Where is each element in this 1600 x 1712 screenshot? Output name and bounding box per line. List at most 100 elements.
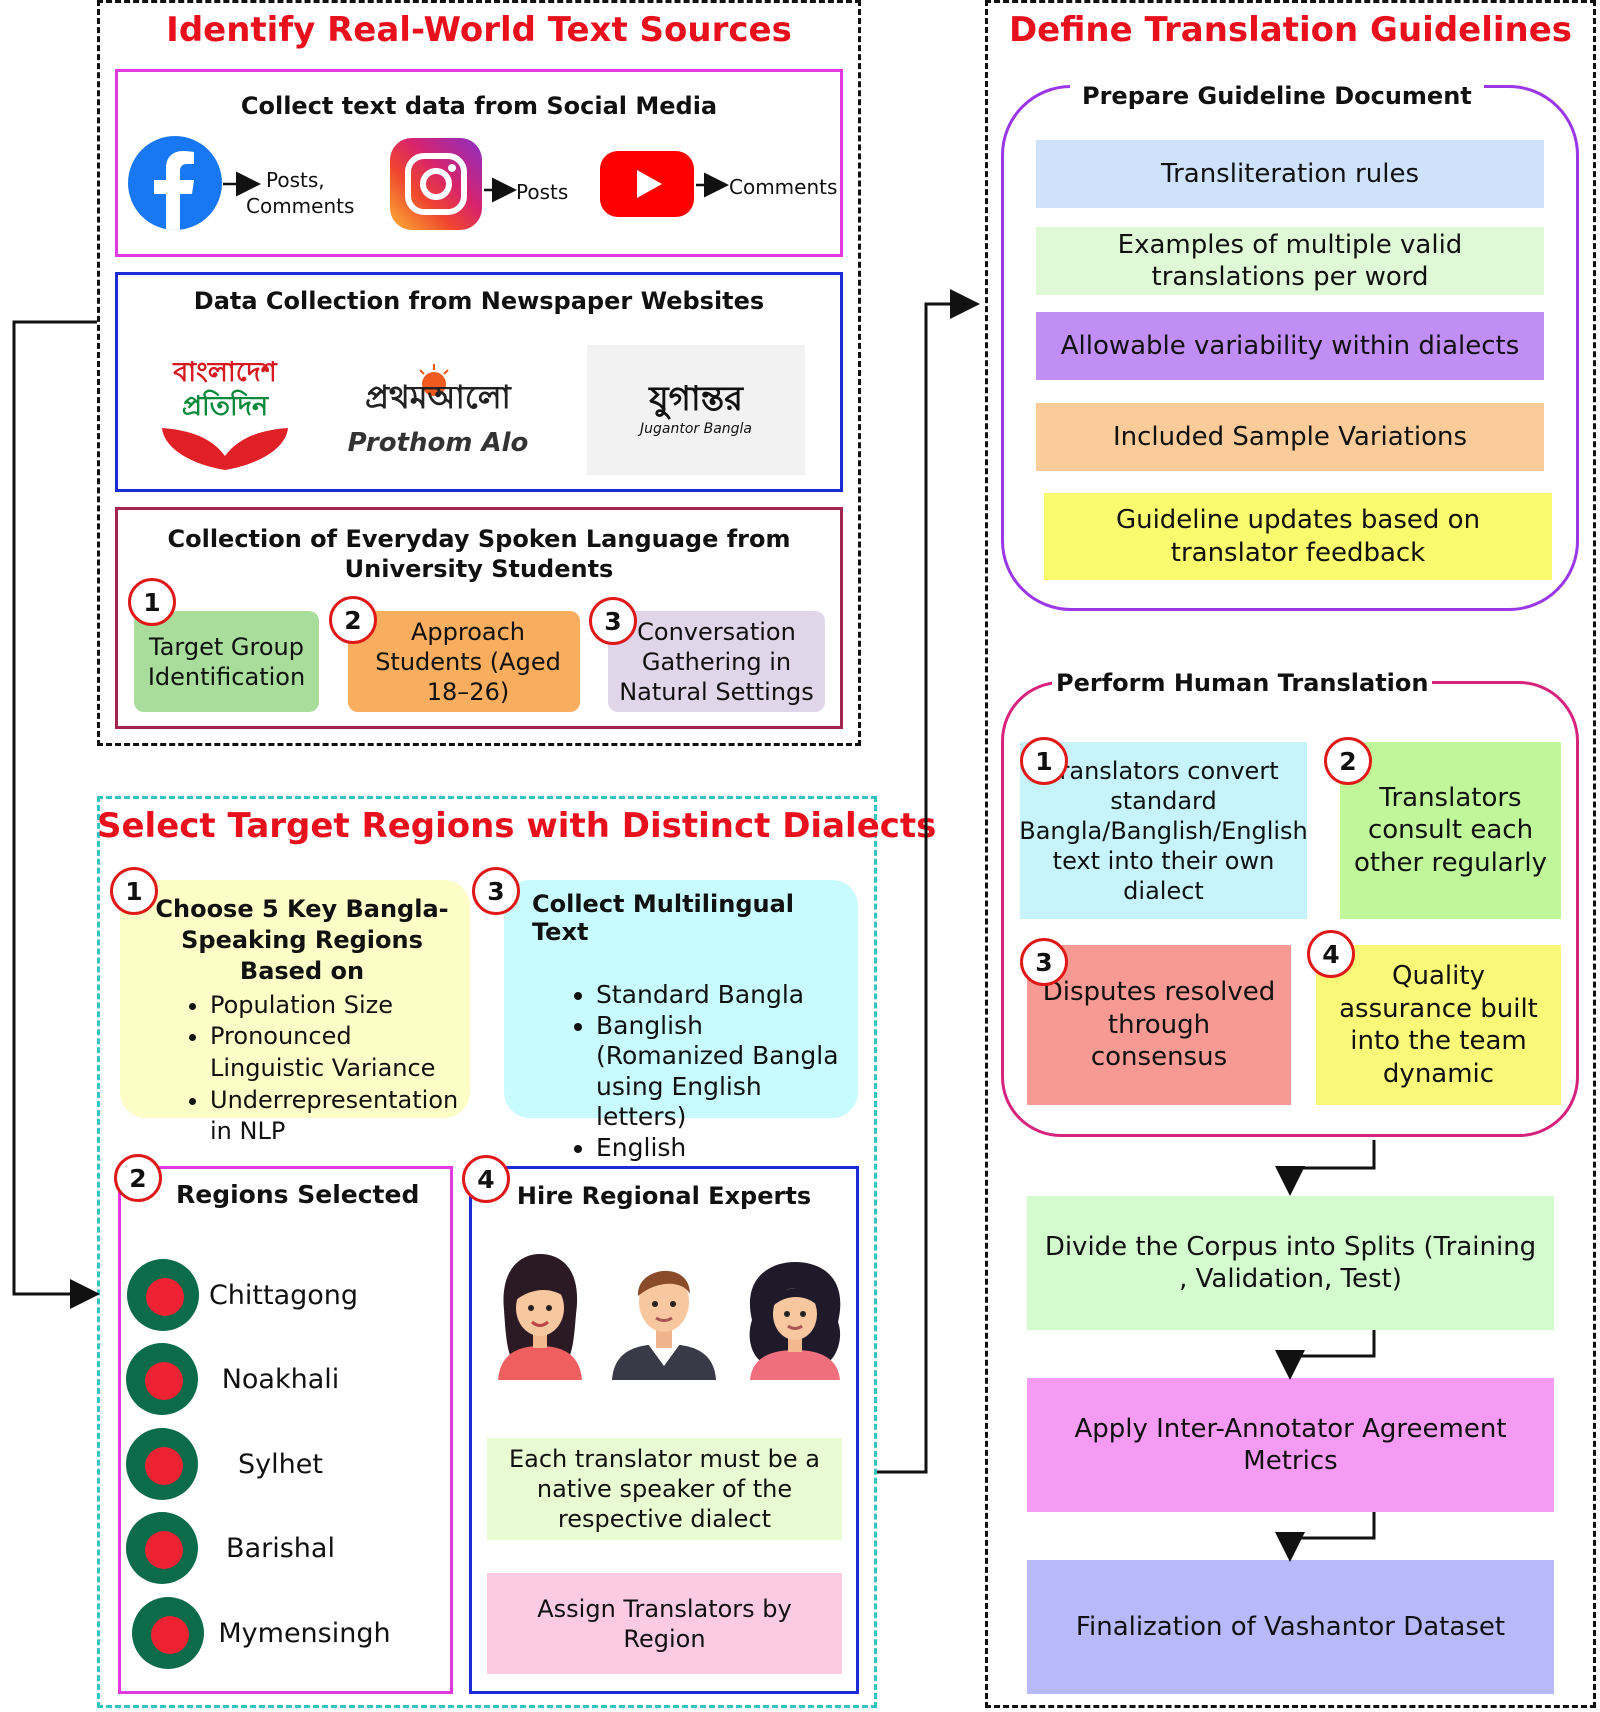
region-mymensingh: Mymensingh bbox=[133, 1600, 436, 1666]
prothom-alo-wordmark: প্রথমআলো bbox=[365, 378, 511, 416]
youtube-label: Comments bbox=[729, 175, 838, 199]
agreement-metrics-text: Apply Inter-Annotator Agreement Metrics bbox=[1074, 1413, 1507, 1477]
region-chittagong-label: Chittagong bbox=[208, 1279, 359, 1311]
choose-regions-list: Population SizePronounced Linguistic Var… bbox=[130, 990, 460, 1148]
guidelines-panel bbox=[985, 0, 1596, 1708]
students-header-line2: University Students bbox=[344, 555, 614, 583]
jugantor-name: Jugantor Bangla bbox=[639, 421, 752, 437]
multilingual-item: Banglish (Romanized Bangla using English… bbox=[596, 1011, 848, 1133]
guideline-item-1: Transliteration rules bbox=[1036, 140, 1544, 208]
guideline-item-4: Included Sample Variations bbox=[1036, 403, 1544, 471]
instagram-icon bbox=[390, 138, 482, 230]
guideline-item-5-text: Guideline updates based on translator fe… bbox=[1115, 505, 1481, 568]
regions-selected-box bbox=[118, 1166, 453, 1694]
flag-icon bbox=[126, 1343, 198, 1415]
newspaper-box bbox=[115, 272, 843, 492]
human-step-1-number: 1 bbox=[1020, 737, 1068, 785]
human-step-4-text: Quality assurance built into the team dy… bbox=[1339, 961, 1538, 1089]
region-sylhet: Sylhet bbox=[128, 1431, 433, 1497]
student-step-2-text: Approach Students (Aged 18–26) bbox=[375, 617, 561, 706]
student-step-3: Conversation Gathering in Natural Settin… bbox=[608, 611, 825, 712]
translator-avatar-woman-icon bbox=[490, 1250, 590, 1380]
human-step-1: Translators convert standard Bangla/Bang… bbox=[1019, 742, 1308, 919]
choose-criteria-item: Underrepresentation in NLP bbox=[210, 1085, 460, 1148]
guideline-item-2-text: Examples of multiple valid translations … bbox=[1117, 229, 1463, 293]
region-chittagong: Chittagong bbox=[131, 1262, 436, 1328]
text-sources-panel bbox=[97, 0, 861, 746]
guideline-item-2: Examples of multiple valid translations … bbox=[1036, 227, 1544, 295]
guideline-item-5: Guideline updates based on translator fe… bbox=[1044, 493, 1552, 580]
human-step-3: Disputes resolved through consensus bbox=[1027, 945, 1291, 1105]
region-noakhali: Noakhali bbox=[128, 1346, 433, 1412]
guideline-document-header: Prepare Guideline Document bbox=[1070, 82, 1484, 110]
bd-pratidin-line1: বাংলাদেশ bbox=[173, 357, 277, 388]
newspaper-header: Data Collection from Newspaper Websites bbox=[193, 287, 765, 315]
human-step-4: Quality assurance built into the team dy… bbox=[1316, 945, 1561, 1105]
hire-experts-number: 4 bbox=[462, 1155, 510, 1203]
human-step-2-number: 2 bbox=[1324, 737, 1372, 785]
human-step-1-text: Translators convert standard Bangla/Bang… bbox=[1019, 756, 1308, 905]
student-step-3-number: 3 bbox=[589, 597, 637, 645]
guideline-item-1-text: Transliteration rules bbox=[1161, 158, 1419, 189]
human-step-3-text: Disputes resolved through consensus bbox=[1042, 977, 1276, 1073]
facebook-label-posts: Posts, bbox=[266, 168, 325, 192]
human-translation-header: Perform Human Translation bbox=[1052, 669, 1433, 697]
bangladesh-pratidin-logo: বাংলাদেশ প্রতিদিন bbox=[150, 352, 300, 472]
hire-experts-box bbox=[469, 1166, 859, 1694]
regions-selected-number: 2 bbox=[114, 1154, 162, 1202]
choose-regions-header: Choose 5 Key Bangla-Speaking Regions Bas… bbox=[155, 895, 449, 986]
regions-title: Select Target Regions with Distinct Dial… bbox=[97, 806, 937, 846]
native-speaker-note: Each translator must be a native speaker… bbox=[487, 1438, 842, 1540]
student-step-2: Approach Students (Aged 18–26) bbox=[348, 611, 580, 712]
prothom-alo-logo: প্রথমআলো Prothom Alo bbox=[328, 362, 548, 462]
multilingual-list: Standard BanglaBanglish (Romanized Bangl… bbox=[518, 980, 848, 1163]
region-barishal: Barishal bbox=[128, 1515, 433, 1581]
instagram-label: Posts bbox=[516, 180, 569, 204]
student-step-2-number: 2 bbox=[329, 596, 377, 644]
students-header-line1: Collection of Everyday Spoken Language f… bbox=[167, 525, 791, 553]
multilingual-card: Collect Multilingual Text Standard Bangl… bbox=[504, 880, 858, 1162]
text-sources-title: Identify Real-World Text Sources bbox=[166, 10, 792, 50]
hire-experts-header: Hire Regional Experts bbox=[516, 1182, 812, 1210]
social-media-box bbox=[115, 69, 843, 257]
region-noakhali-label: Noakhali bbox=[221, 1363, 340, 1395]
youtube-icon bbox=[600, 151, 694, 217]
finalization-text: Finalization of Vashantor Dataset bbox=[1075, 1611, 1506, 1642]
choose-regions-card: Choose 5 Key Bangla-Speaking Regions Bas… bbox=[120, 880, 470, 1145]
choose-criteria-item: Pronounced Linguistic Variance bbox=[210, 1021, 460, 1084]
assign-translators-box: Assign Translators by Region bbox=[487, 1573, 842, 1674]
bd-pratidin-line2: প্রতিদিন bbox=[181, 391, 269, 422]
choose-criteria-item: Population Size bbox=[210, 990, 460, 1022]
social-media-header: Collect text data from Social Media bbox=[240, 92, 718, 120]
translator-avatar-man-icon bbox=[604, 1250, 724, 1380]
region-barishal-label: Barishal bbox=[226, 1532, 335, 1564]
flag-icon bbox=[126, 1428, 198, 1500]
multilingual-header: Collect Multilingual Text bbox=[532, 890, 795, 946]
translator-avatar-curly-woman-icon bbox=[740, 1258, 850, 1380]
arrow-sources-to-regions bbox=[12, 320, 100, 1309]
region-sylhet-label: Sylhet bbox=[238, 1448, 323, 1480]
multilingual-item: Standard Bangla bbox=[596, 980, 848, 1011]
human-step-4-number: 4 bbox=[1307, 930, 1355, 978]
assign-translators-text: Assign Translators by Region bbox=[537, 1594, 792, 1653]
multilingual-item: English bbox=[596, 1133, 848, 1164]
split-corpus-box: Divide the Corpus into Splits (Training … bbox=[1027, 1196, 1554, 1330]
choose-regions-number: 1 bbox=[110, 867, 158, 915]
flag-icon bbox=[126, 1512, 198, 1584]
native-speaker-note-text: Each translator must be a native speaker… bbox=[508, 1445, 821, 1533]
regions-selected-header: Regions Selected bbox=[176, 1180, 420, 1209]
facebook-icon bbox=[128, 136, 222, 230]
guidelines-title: Define Translation Guidelines bbox=[1008, 10, 1573, 50]
multilingual-number: 3 bbox=[472, 867, 520, 915]
guideline-item-4-text: Included Sample Variations bbox=[1112, 421, 1468, 452]
human-step-2: Translators consult each other regularly bbox=[1340, 742, 1561, 919]
jugantor-wordmark: যুগান্তর bbox=[649, 379, 743, 419]
human-step-3-number: 3 bbox=[1020, 938, 1068, 986]
flag-icon bbox=[132, 1597, 204, 1669]
finalization-box: Finalization of Vashantor Dataset bbox=[1027, 1560, 1554, 1694]
arrow-regions-to-guidelines bbox=[877, 289, 980, 1474]
region-mymensingh-label: Mymensingh bbox=[218, 1617, 391, 1649]
student-step-3-text: Conversation Gathering in Natural Settin… bbox=[619, 617, 814, 706]
student-step-1-text: Target Group Identification bbox=[147, 632, 306, 691]
guideline-item-3-text: Allowable variability within dialects bbox=[1060, 330, 1520, 361]
